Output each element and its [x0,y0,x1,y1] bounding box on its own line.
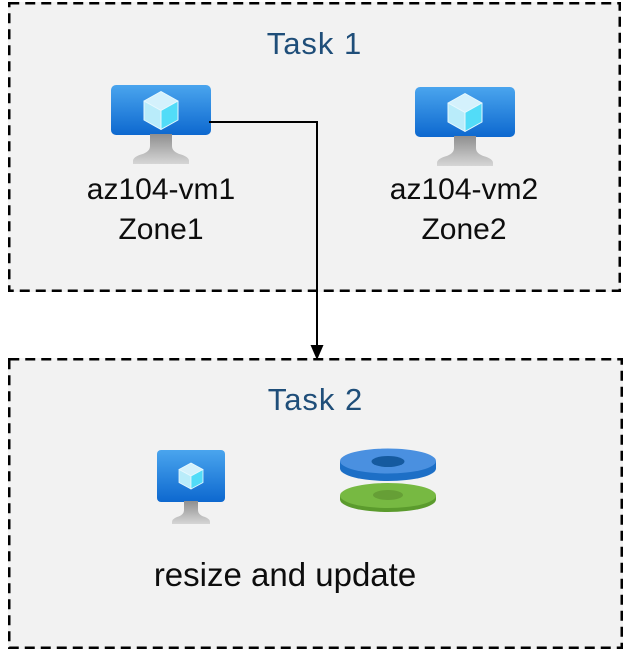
vm1-label: az104-vm1 Zone1 [61,170,261,250]
task1-box: Task 1 az104-vm1 Zone1 az104-vm2 Zone2 [8,2,621,292]
vm1-name: az104-vm1 [86,173,236,206]
resize-caption: resize and update [153,556,417,593]
vm2-label: az104-vm2 Zone2 [364,170,564,250]
vm2-zone: Zone2 [421,213,507,246]
virtual-machine-icon [157,450,225,524]
task1-title: Task 1 [266,26,363,61]
virtual-machine-icon [111,85,211,171]
virtual-machine-icon [415,87,515,173]
vm2-name: az104-vm2 [389,173,539,206]
vm1-zone: Zone1 [118,213,204,246]
managed-disks-icon [338,448,438,512]
task2-box: Task 2 resize and update [8,358,623,649]
task2-title: Task 2 [267,382,364,417]
